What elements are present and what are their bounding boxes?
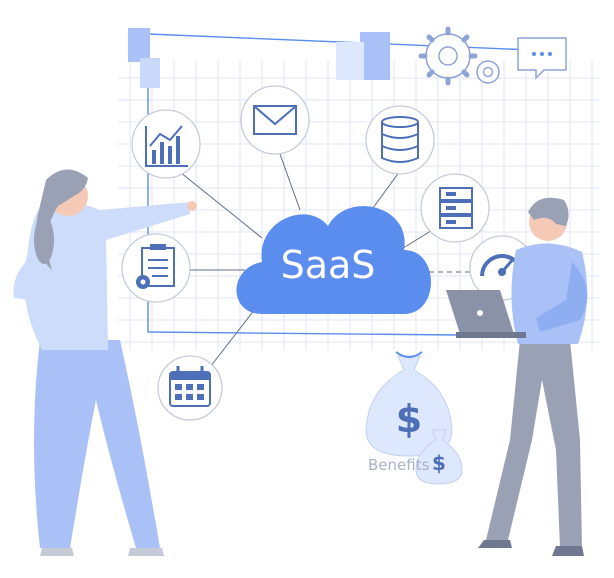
database-icon [365, 105, 435, 175]
money-bag-large: $ [365, 351, 453, 457]
dollar-sign-small: $ [432, 451, 446, 475]
server-rack-icon [420, 173, 490, 243]
clipboard-gear-icon [121, 233, 191, 303]
gears-icon [418, 26, 500, 86]
board-frame [128, 28, 561, 337]
calendar-icon [157, 355, 223, 421]
woman-figure [13, 169, 197, 556]
chat-bubble-icon [517, 37, 567, 80]
line-chart-icon [131, 109, 201, 179]
saas-label: SaaS [281, 243, 376, 287]
saas-cloud: SaaS [236, 206, 431, 314]
money-bag-small: $ [415, 429, 463, 485]
dollar-sign-large: $ [396, 397, 422, 441]
envelope-icon [240, 85, 310, 155]
man-figure [446, 197, 588, 556]
benefits-label: Benefits [368, 456, 430, 474]
